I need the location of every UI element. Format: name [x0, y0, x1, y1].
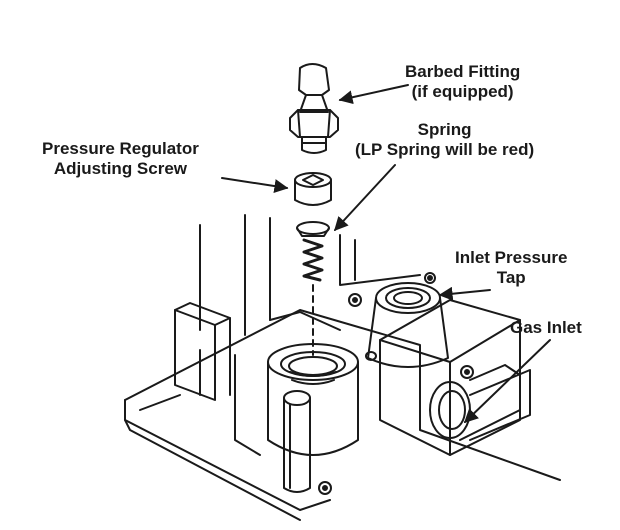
spring-arrow — [334, 164, 396, 232]
label-spring: Spring (LP Spring will be red) — [355, 120, 534, 160]
label-inlet-tap-line1: Inlet Pressure — [455, 248, 568, 267]
label-adjusting-screw: Pressure Regulator Adjusting Screw — [42, 139, 199, 179]
label-adjusting-screw-line1: Pressure Regulator — [42, 139, 199, 158]
barbed-fitting-arrow — [338, 84, 409, 105]
spring — [296, 221, 330, 282]
label-barbed-fitting-line2: (if equipped) — [411, 82, 514, 101]
inlet-tap-arrow — [438, 286, 491, 301]
label-adjusting-screw-line2: Adjusting Screw — [53, 159, 188, 178]
label-spring-line2: (LP Spring will be red) — [355, 140, 535, 159]
label-inlet-tap-line2: Tap — [496, 268, 526, 287]
label-gas-inlet-line1: Gas Inlet — [510, 318, 582, 337]
label-gas-inlet: Gas Inlet — [510, 318, 582, 338]
adjusting-screw-arrow — [221, 177, 289, 194]
gas-inlet-arrow — [463, 339, 551, 423]
valve-body — [124, 214, 561, 521]
barbed-fitting — [289, 63, 339, 154]
label-spring-line1: Spring — [417, 120, 472, 139]
label-barbed-fitting: Barbed Fitting (if equipped) — [405, 62, 520, 102]
regulator-port — [267, 343, 359, 456]
label-inlet-pressure-tap: Inlet Pressure Tap — [455, 248, 567, 288]
adjusting-screw — [294, 172, 332, 206]
label-barbed-fitting-line1: Barbed Fitting — [405, 62, 521, 81]
alignment-pin — [283, 390, 311, 493]
